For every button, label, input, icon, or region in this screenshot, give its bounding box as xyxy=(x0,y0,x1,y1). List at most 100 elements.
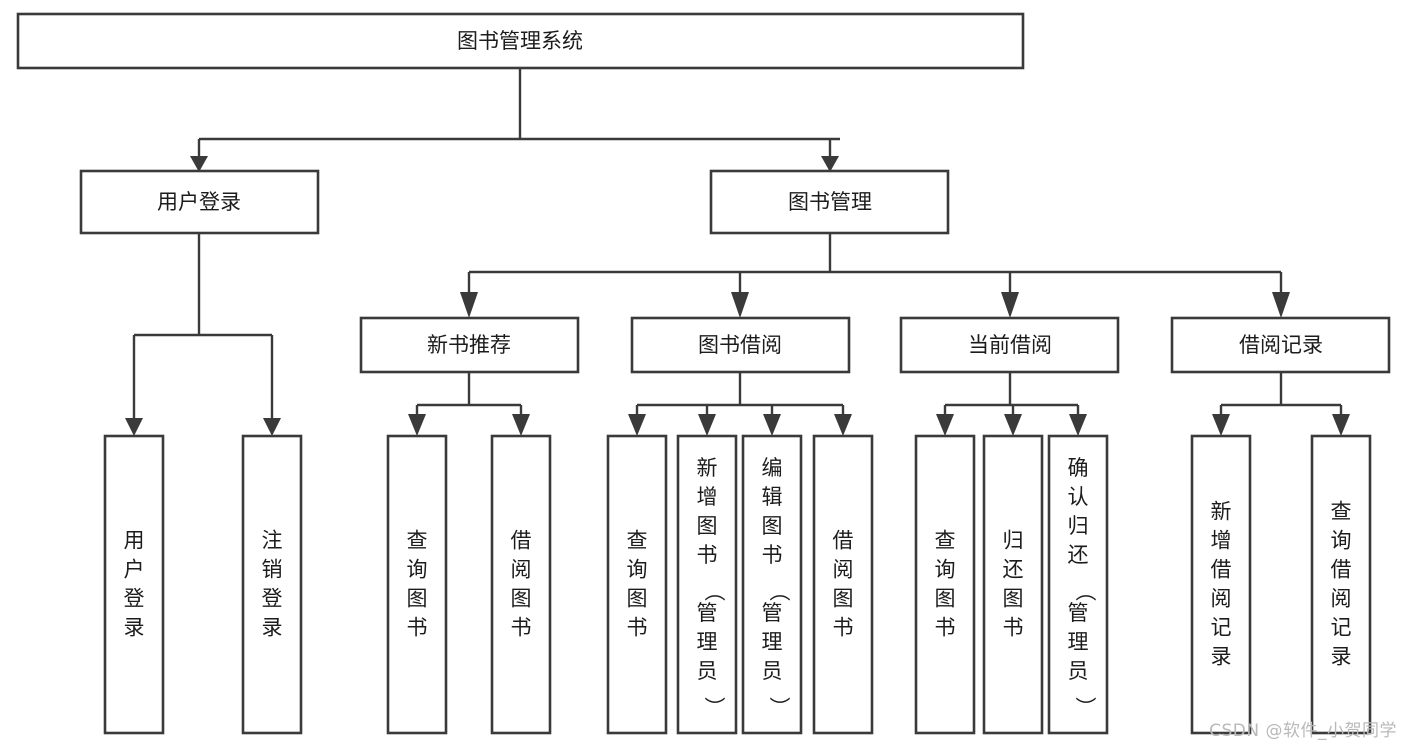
leaf-box[interactable] xyxy=(386,434,448,735)
leaf-label-char: 认 xyxy=(1068,485,1089,509)
csdn-watermark: CSDN @软件_小贺同学 xyxy=(1209,721,1397,741)
arrow-head-user-login xyxy=(190,156,208,172)
leaf-label-char: 图 xyxy=(511,587,532,611)
leaf-label-char: 管 xyxy=(1068,601,1089,625)
leaf-label-char: 销 xyxy=(262,558,283,582)
leaf-label-char: 登 xyxy=(262,587,283,611)
leaf-label-char: 书 xyxy=(833,616,854,640)
leaf-label-char: 书 xyxy=(935,616,956,640)
leaf-box[interactable] xyxy=(676,434,738,735)
leaf-box[interactable] xyxy=(741,434,803,735)
leaf-label-char: 询 xyxy=(935,558,956,582)
leaf-label: 用户登录 xyxy=(124,529,145,640)
leaf-box[interactable] xyxy=(812,434,874,735)
arrow-head-leaf-bb-3 xyxy=(834,414,852,436)
leaf-label-char: 理 xyxy=(1068,630,1089,654)
arrow-head-leaf-cb-2 xyxy=(1069,414,1087,436)
node-borrow-record-label: 借阅记录 xyxy=(1239,333,1323,357)
leaf-label-char: 归 xyxy=(1068,514,1089,538)
leaf-label-char: 记 xyxy=(1331,616,1352,640)
leaf-label-char: 书 xyxy=(697,543,718,567)
leaf-label-char: 户 xyxy=(124,558,145,582)
leaf-label-char: 阅 xyxy=(511,558,532,582)
node-book-borrow[interactable]: 图书借阅 xyxy=(630,316,851,374)
node-current-borrow[interactable]: 当前借阅 xyxy=(899,316,1120,374)
leaf-label-char: 图 xyxy=(762,514,783,538)
node-new-book-recommend[interactable]: 新书推荐 xyxy=(359,316,580,374)
leaf-label-char: 录 xyxy=(262,616,283,640)
leaf-box[interactable] xyxy=(1310,434,1372,735)
leaf-label-char: 管 xyxy=(762,601,783,625)
node-new-book-recommend-box[interactable] xyxy=(359,316,580,374)
leaf-box[interactable] xyxy=(241,434,303,735)
arrow-head-leaf-bb-2 xyxy=(763,414,781,436)
leaf-label-char: 查 xyxy=(407,529,428,553)
node-root[interactable]: 图书管理系统 xyxy=(16,12,1025,70)
leaf-label-char: 阅 xyxy=(1331,587,1352,611)
node-new-book-recommend-label: 新书推荐 xyxy=(427,333,511,357)
leaf-box[interactable] xyxy=(103,434,165,735)
leaf-label-char: 借 xyxy=(833,529,854,553)
leaf-label-char: 书 xyxy=(762,543,783,567)
node-book-management-label: 图书管理 xyxy=(788,190,872,214)
leaf-label-char: 询 xyxy=(1331,529,1352,553)
leaf-label-char: ） xyxy=(702,697,726,718)
leaf-user-login-0[interactable]: 用户登录 xyxy=(103,434,165,735)
leaf-box[interactable] xyxy=(982,434,1044,735)
leaf-label-char: 阅 xyxy=(1211,587,1232,611)
arrow-head-l3-current-borrow xyxy=(1001,292,1019,318)
leaf-label-char: 借 xyxy=(1331,558,1352,582)
node-root-box[interactable] xyxy=(16,12,1025,70)
node-book-management[interactable]: 图书管理 xyxy=(709,169,950,235)
leaf-box[interactable] xyxy=(1190,434,1252,735)
arrow-head-leaf-nb-0 xyxy=(408,414,426,436)
leaf-label-char: 增 xyxy=(1211,529,1232,553)
leaf-box[interactable] xyxy=(914,434,976,735)
leaf-label-char: 新 xyxy=(697,456,718,480)
node-user-login[interactable]: 用户登录 xyxy=(79,169,320,235)
leaf-label-char: 编 xyxy=(762,456,783,480)
arrow-head-l3-new-book xyxy=(460,292,478,318)
arrow-head-leaf-logout xyxy=(263,418,281,436)
leaf-box[interactable] xyxy=(606,434,668,735)
leaf-box[interactable] xyxy=(490,434,552,735)
connector-layer xyxy=(125,68,1350,436)
arrow-head-l3-borrow-record xyxy=(1272,292,1290,318)
leaf-label-char: 员 xyxy=(762,659,783,683)
arrow-head-leaf-cb-1 xyxy=(1004,414,1022,436)
node-book-management-box[interactable] xyxy=(709,169,950,235)
leaf-label-char: 书 xyxy=(1003,616,1024,640)
leaf-label-char: 还 xyxy=(1068,543,1089,567)
leaf-label-char: 图 xyxy=(697,514,718,538)
leaf-label-char: 借 xyxy=(511,529,532,553)
leaf-box[interactable] xyxy=(1047,434,1109,735)
leaf-label-char: 图 xyxy=(935,587,956,611)
node-user-login-box[interactable] xyxy=(79,169,320,235)
leaf-label-char: 书 xyxy=(627,616,648,640)
leaf-label-char: 增 xyxy=(697,485,718,509)
leaf-label-char: 用 xyxy=(124,529,145,553)
node-borrow-record[interactable]: 借阅记录 xyxy=(1170,316,1391,374)
node-book-borrow-box[interactable] xyxy=(630,316,851,374)
node-borrow-record-box[interactable] xyxy=(1170,316,1391,374)
node-current-borrow-box[interactable] xyxy=(899,316,1120,374)
leaf-label-char: 记 xyxy=(1211,616,1232,640)
